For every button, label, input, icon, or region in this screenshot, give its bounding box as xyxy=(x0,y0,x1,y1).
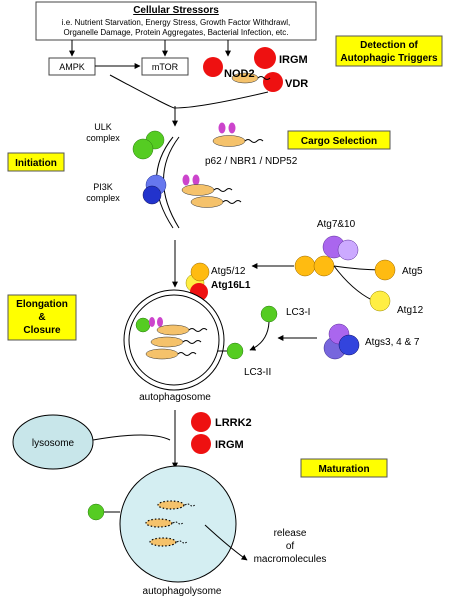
lysosome-fusion-line xyxy=(92,434,171,441)
stressors-box xyxy=(35,1,317,41)
cargo-protein-mid xyxy=(181,184,215,196)
ulk-label-1: ULK xyxy=(94,122,112,132)
degrading-tail-2 xyxy=(172,521,184,525)
autophagosome-receptor-2 xyxy=(157,317,163,327)
initiation-stage-box xyxy=(7,152,65,172)
atg5-atg12-conj-orange xyxy=(294,255,316,277)
detection-label-2: Autophagic Triggers xyxy=(340,53,438,64)
p62-receptor-4 xyxy=(192,174,200,186)
detection-label-1: Detection of xyxy=(360,40,418,51)
autophagosome-cargo-1 xyxy=(156,324,190,336)
cargo-receptors-label: p62 / NBR1 / NDP52 xyxy=(205,156,298,167)
degrading-cargo-3 xyxy=(149,537,177,547)
release-label-1: release xyxy=(274,528,307,539)
converge-line-left xyxy=(109,74,176,109)
autophagosome-cargo-3 xyxy=(145,348,179,360)
lysosome xyxy=(12,414,94,470)
pi3k-label-1: PI3K xyxy=(93,182,113,192)
release-label-3: macromolecules xyxy=(254,554,327,565)
elongation-label-1: Elongation xyxy=(16,299,68,310)
stressors-title: Cellular Stressors xyxy=(133,5,219,16)
autophagolysome-lc3-ii xyxy=(87,503,105,521)
autophagosome-lc3-inner xyxy=(135,317,151,333)
lc3-i-label: LC3-I xyxy=(286,307,310,318)
atg5-label: Atg5 xyxy=(402,266,423,277)
lc3-ii-circle xyxy=(226,342,244,360)
mtor-label: mTOR xyxy=(152,62,179,72)
atg5-on-membrane xyxy=(190,262,210,282)
autophagosome-receptor-1 xyxy=(149,317,155,327)
degrading-tail-1 xyxy=(184,503,196,507)
arrow-release xyxy=(204,524,248,561)
p62-receptor-2 xyxy=(228,122,236,134)
degrading-tail-3 xyxy=(176,540,188,544)
cargo-selection-stage-box xyxy=(287,130,391,150)
atg12-label: Atg12 xyxy=(397,305,424,316)
ubiquitin-chain-top xyxy=(244,139,264,143)
release-label-2: of xyxy=(286,541,295,552)
elongation-label-3: Closure xyxy=(23,325,61,336)
nod2-label: NOD2 xyxy=(224,68,255,80)
pi3k-label-2: complex xyxy=(86,193,120,203)
maturation-stage-box xyxy=(300,458,388,478)
atg5-12-label: Atg5/12 xyxy=(211,266,246,277)
cargo-selection-label: Cargo Selection xyxy=(301,136,377,147)
ulk-label-2: complex xyxy=(86,133,120,143)
stressors-line-1: i.e. Nutrient Starvation, Energy Stress,… xyxy=(62,18,291,27)
nod2-circle xyxy=(203,57,223,77)
ampk-label: AMPK xyxy=(59,62,85,72)
atgs-label: Atgs3, 4 & 7 xyxy=(365,337,420,348)
elongation-label-2: & xyxy=(38,312,45,323)
irgm-circle-top xyxy=(254,47,276,69)
detection-stage-box xyxy=(335,35,443,67)
p62-receptor-3 xyxy=(182,174,190,186)
vdr-label: VDR xyxy=(285,78,308,90)
autophagosome-cargo-2 xyxy=(150,336,184,348)
maturation-label: Maturation xyxy=(318,464,369,475)
pi3k-complex-dark xyxy=(142,185,162,205)
p62-receptor-1 xyxy=(218,122,226,134)
ulk-complex-green-2 xyxy=(132,138,154,160)
autophagolysome xyxy=(119,465,237,583)
arrow-lc3-i-to-lc3-ii xyxy=(249,321,270,351)
atg5-atg12-conj-orange-2 xyxy=(313,255,335,277)
irgm-circle-bottom xyxy=(191,434,211,454)
lrrk2-label: LRRK2 xyxy=(215,417,252,429)
autophagosome-label: autophagosome xyxy=(139,392,211,403)
atg10-circle xyxy=(337,239,359,261)
irgm-label-bottom: IRGM xyxy=(215,439,244,451)
cargo-protein-top xyxy=(212,135,246,147)
irgm-label-top: IRGM xyxy=(279,54,308,66)
atg12-circle xyxy=(369,290,391,312)
nod2-ligand-tail xyxy=(257,76,271,80)
ubiquitin-chain-low xyxy=(222,200,242,204)
elongation-stage-box xyxy=(7,294,77,341)
ubiquitin-chain-mid xyxy=(213,188,233,192)
autophagosome-ubiquitin-1 xyxy=(188,328,208,332)
degrading-cargo-1 xyxy=(157,500,185,510)
converge-line-right xyxy=(174,91,269,109)
lc3-i-circle xyxy=(260,305,278,323)
mtor-box xyxy=(141,57,189,76)
stressors-line-2: Organelle Damage, Protein Aggregates, Ba… xyxy=(63,28,288,37)
lc3-ii-label: LC3-II xyxy=(244,367,271,378)
atg7-circle-lc3 xyxy=(338,334,360,356)
autophagolysome-label: autophagolysome xyxy=(143,586,222,597)
initiation-label: Initiation xyxy=(15,158,57,169)
lysosome-label: lysosome xyxy=(32,438,75,449)
autophagosome-ubiquitin-3 xyxy=(177,352,197,356)
cargo-protein-low xyxy=(190,196,224,208)
atg7-10-label: Atg7&10 xyxy=(317,219,356,230)
atg5-circle xyxy=(374,259,396,281)
conj-line-to-atg12 xyxy=(333,265,373,301)
vdr-circle xyxy=(263,72,283,92)
lrrk2-circle xyxy=(191,412,211,432)
autophagosome-ubiquitin-2 xyxy=(182,340,202,344)
atg16l1-label: Atg16L1 xyxy=(211,280,251,291)
degrading-cargo-2 xyxy=(145,518,173,528)
